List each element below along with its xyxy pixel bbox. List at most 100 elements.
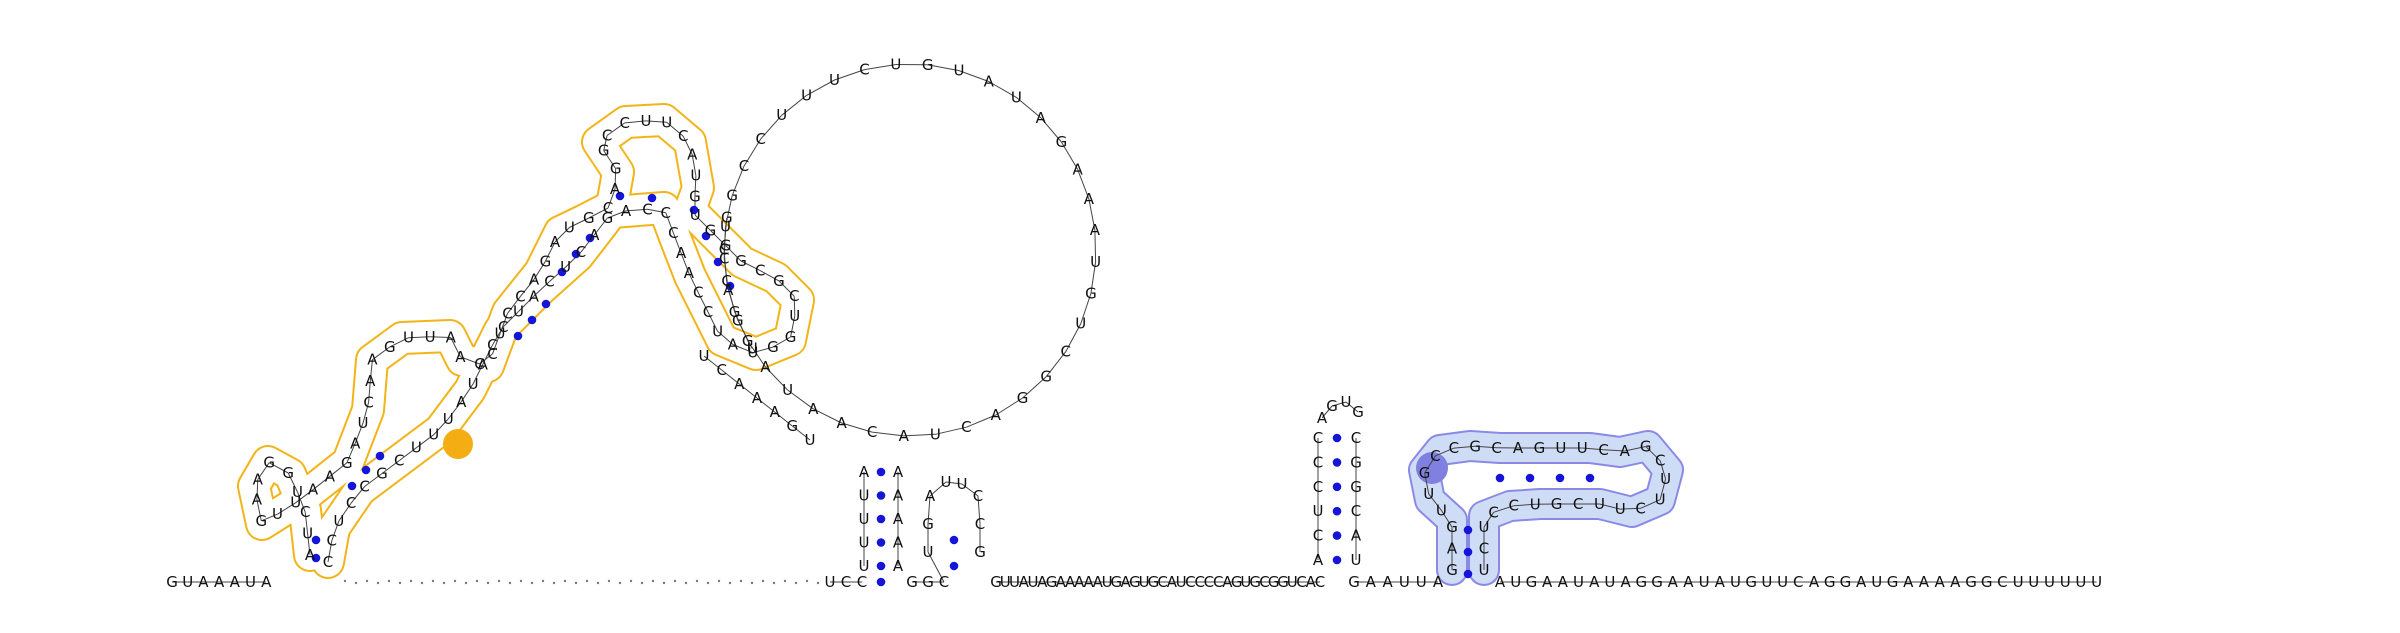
right-domain-nucleotide: U (1530, 495, 1541, 513)
three-prime-nucleotide: A (1919, 573, 1930, 591)
big-loop-nucleotide: U (1075, 315, 1086, 333)
backbone-bond (606, 122, 625, 136)
right-domain-nucleotide: A (1620, 442, 1631, 460)
backbone-bond (450, 337, 461, 358)
big-loop-nucleotide: C (755, 130, 765, 148)
backbone-bond (338, 502, 352, 522)
three-prime-nucleotide: A (1542, 573, 1553, 591)
left-domain-nucleotide: A (253, 470, 264, 488)
linker-b-nucleotide: C (1296, 573, 1306, 591)
three-prime-nucleotide: U (1730, 573, 1741, 591)
three-prime-nucleotide: U (2028, 573, 2039, 591)
right-domain-nucleotide: U (1594, 495, 1605, 513)
backbone-bond (1659, 478, 1667, 500)
backbone-bond (1022, 376, 1047, 399)
right-domain-nucleotide: C (1449, 439, 1459, 457)
linker-b-nucleotide: U (1139, 573, 1150, 591)
backbone-bond (1603, 449, 1625, 452)
gap-marker (761, 579, 765, 583)
backbone-bond (256, 479, 259, 500)
hairpin3-loop-nucleotide: G (1326, 397, 1338, 415)
gap-marker (816, 581, 820, 585)
three-prime-nucleotide: A (1668, 573, 1679, 591)
five-prime-nucleotide: A (198, 573, 209, 591)
backbone-bond (710, 230, 727, 247)
hairpin1-3p-nucleotide: A (893, 557, 904, 575)
big-loop-nucleotide: G (726, 187, 738, 205)
three-prime-nucleotide: A (1856, 573, 1867, 591)
big-loop-nucleotide: C (859, 61, 869, 79)
backbone-bond (1060, 141, 1079, 170)
gap-marker (783, 579, 787, 583)
backbone-bond (791, 425, 811, 441)
right-domain-nucleotide: U (1660, 470, 1671, 488)
gap-marker (596, 581, 600, 585)
hairpin2-nucleotide: C (975, 515, 985, 533)
hairpin1-3p-nucleotide: A (893, 534, 904, 552)
gap-marker (706, 581, 710, 585)
bridge-nucleotide: A (734, 375, 745, 393)
big-loop-nucleotide: G (721, 209, 733, 227)
backbone-bond (492, 333, 501, 355)
gap-marker (453, 579, 457, 583)
backbone-bond (988, 81, 1017, 98)
three-prime-nucleotide: A (1934, 573, 1945, 591)
backbone-bond (256, 499, 262, 521)
right-domain-nucleotide: U (1615, 500, 1626, 518)
linker-b-nucleotide: A (1083, 573, 1094, 591)
hairpin1-5p-nucleotide: A (859, 463, 870, 481)
left-domain-nucleotide: A (529, 287, 540, 305)
left-domain-pair (527, 315, 537, 325)
backbone-bond (364, 473, 383, 487)
three-prime-nucleotide: C (1793, 573, 1803, 591)
big-loop-nucleotide: C (1061, 343, 1071, 361)
hairpin2-nucleotide: U (941, 473, 952, 491)
backbone-bond (460, 383, 474, 403)
left-domain-pair (375, 451, 385, 461)
backbone-bond (362, 402, 370, 424)
backbone-bond (756, 397, 776, 413)
backbone-bond (593, 217, 608, 236)
gap-marker (530, 581, 534, 585)
hairpin1-pair (876, 561, 886, 571)
right-domain-nucleotide: C (1509, 497, 1519, 515)
linker-b-nucleotide: U (1287, 573, 1298, 591)
backbone-bond (329, 462, 348, 477)
hairpin3-5p-nucleotide: C (1313, 478, 1323, 496)
left-domain-nucleotide: C (346, 494, 356, 512)
left-domain-nucleotide: G (540, 252, 552, 270)
backbone-bond (297, 491, 306, 513)
left-domain-nucleotide: C (668, 224, 678, 242)
backbone-bond (1088, 198, 1096, 231)
hairpin3-pair (1332, 555, 1342, 565)
left-domain-pair (571, 249, 581, 259)
backbone-bond (927, 64, 960, 72)
left-domain-nucleotide: U (428, 426, 439, 444)
hairpin2-nucleotide: U (957, 475, 968, 493)
backbone-bond (398, 447, 417, 462)
three-prime-nucleotide: U (2091, 573, 2102, 591)
bridge-nucleotide: U (805, 431, 816, 449)
left-domain-nucleotide: C (619, 114, 629, 132)
gap-marker (794, 581, 798, 585)
linker-b-nucleotide: U (1028, 573, 1039, 591)
three-prime-nucleotide: U (2013, 573, 2024, 591)
hairpin3-pair (1332, 482, 1342, 492)
backbone-bond (520, 279, 535, 297)
big-loop-nucleotide: C (719, 249, 729, 267)
linker-b-nucleotide: A (1056, 573, 1067, 591)
hairpin1-5p-nucleotide: U (859, 534, 870, 552)
linker-b-nucleotide: U (1000, 573, 1011, 591)
linker-b-nucleotide: A (1167, 573, 1178, 591)
backbone-bond (381, 460, 400, 474)
backbone-bond (1599, 503, 1621, 510)
linker-c-nucleotide: A (1433, 573, 1444, 591)
left-domain-nucleotide: G (773, 272, 785, 290)
gap-marker (739, 579, 743, 583)
hairpin2-nucleotide: A (925, 487, 936, 505)
backbone-bond (1493, 505, 1514, 513)
hairpin1-closing-pair (876, 577, 886, 587)
left-domain-nucleotide: U (333, 512, 344, 530)
left-domain-pair (513, 331, 523, 341)
